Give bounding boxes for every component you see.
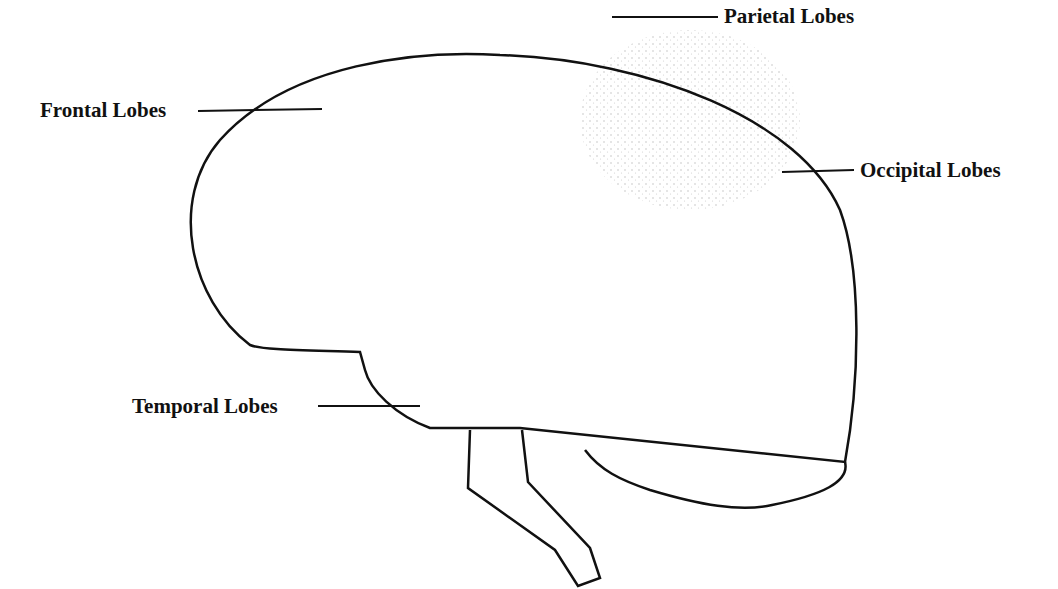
brainstem-outline [468, 430, 600, 586]
leader-line [318, 405, 420, 407]
leader-line [612, 16, 718, 18]
lobe-label: Parietal Lobes [724, 6, 854, 27]
lobe-label: Occipital Lobes [860, 160, 1001, 181]
cerebellum-outline [585, 450, 846, 508]
leader-line [782, 170, 854, 172]
leader-line [198, 109, 322, 111]
parietal-shading [580, 30, 800, 210]
lobe-label: Temporal Lobes [132, 396, 278, 417]
cerebrum-outline [191, 54, 857, 462]
lobe-label: Frontal Lobes [40, 100, 166, 121]
